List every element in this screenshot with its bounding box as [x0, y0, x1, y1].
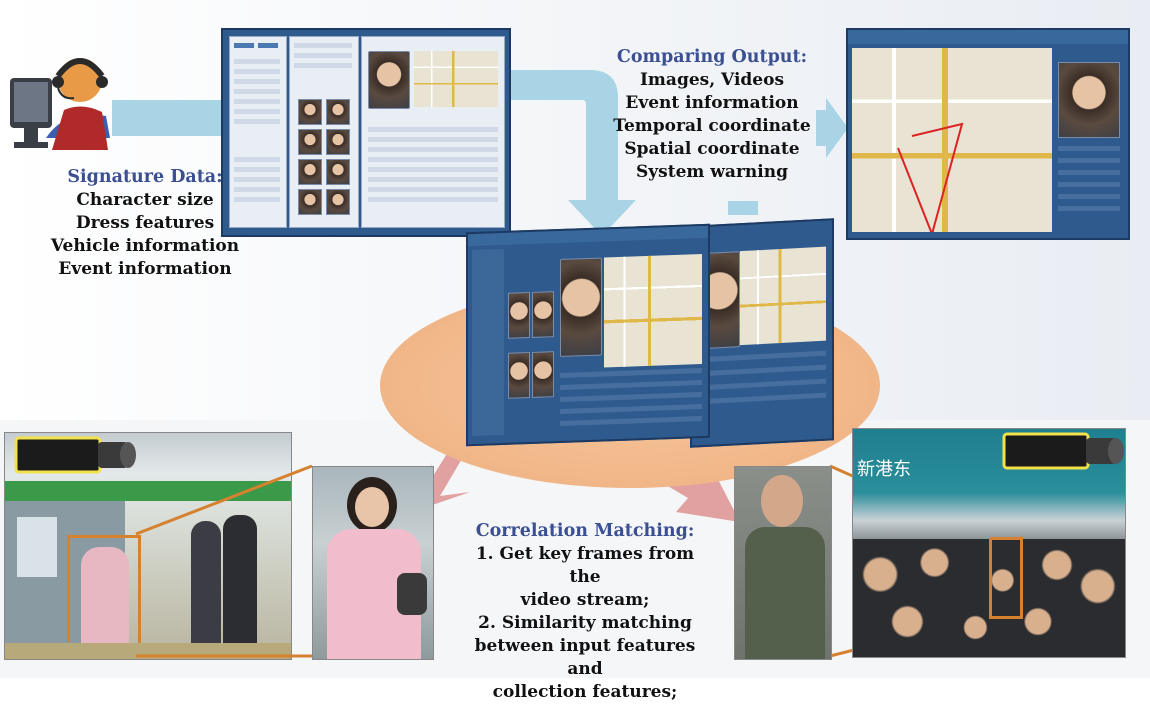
correlation-line: collection features; [492, 682, 678, 702]
camera-icon [14, 436, 136, 474]
comparing-output-item: System warning [636, 162, 788, 182]
arrow-output-to-map [816, 98, 848, 158]
station-sign: 新港东 [857, 459, 911, 480]
signature-item: Character size [76, 190, 214, 210]
city-map [852, 48, 1052, 232]
signature-item: Dress features [75, 213, 215, 233]
correlation-line: between input features and [474, 636, 696, 679]
map-output-screenshot [846, 28, 1130, 240]
operator-headset-icon [10, 58, 110, 150]
highlight-frame [989, 537, 1023, 619]
face-grid-panel [289, 36, 359, 228]
camera-icon [1002, 432, 1124, 470]
correlation-matching-block: Correlation Matching: 1. Get key frames … [460, 520, 710, 704]
left-tree-panel [229, 36, 287, 228]
comparing-output-item: Spatial coordinate [624, 139, 800, 159]
signature-item: Vehicle information [50, 236, 240, 256]
suspect-portrait [1058, 62, 1120, 138]
signature-data-block: Signature Data: Character size Dress fea… [40, 166, 250, 281]
track-path [897, 122, 964, 232]
platform-photo-right: 新港东 [852, 428, 1126, 658]
comparing-output-item: Images, Videos [639, 70, 785, 90]
correlation-line: 2. Similarity matching [478, 613, 692, 633]
correlation-matching-title: Correlation Matching: [475, 521, 695, 541]
correlation-line: video stream; [520, 590, 650, 610]
platform-photo-left [4, 432, 292, 660]
zoomed-person-right [734, 466, 832, 660]
arrow-stub [728, 201, 758, 215]
arrow-software-to-center [506, 70, 636, 236]
comparing-output-item: Temporal coordinate [613, 116, 811, 136]
software-screenshot-search [221, 28, 511, 237]
signature-data-title: Signature Data: [67, 167, 223, 187]
comparing-output-item: Event information [625, 93, 799, 113]
map-toolbar [848, 30, 1128, 44]
zoomed-person-left [312, 466, 434, 660]
comparing-output-title: Comparing Output: [616, 47, 808, 67]
comparing-output-block: Comparing Output: Images, Videos Event i… [612, 46, 812, 184]
result-panel [361, 36, 505, 228]
correlation-line: 1. Get key frames from the [475, 544, 695, 587]
signature-item: Event information [58, 259, 232, 279]
